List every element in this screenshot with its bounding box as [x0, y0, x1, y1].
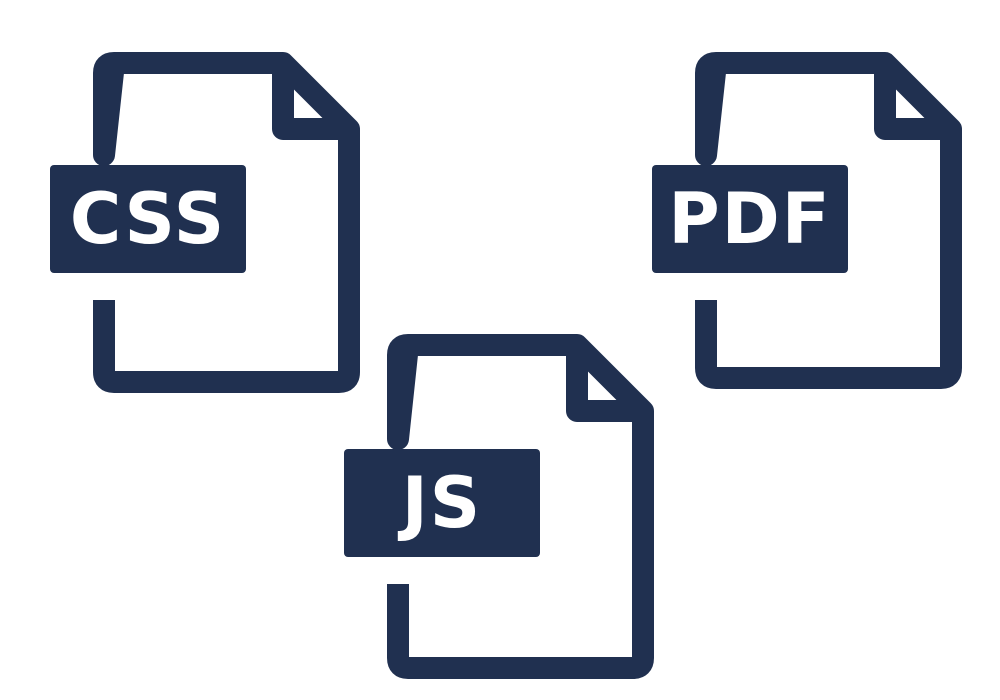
file-type-label: JS [401, 462, 483, 544]
document-outline-icon [387, 334, 654, 679]
file-type-badge: JS [344, 449, 540, 557]
document-outline-icon [93, 52, 360, 393]
file-type-label: PDF [668, 178, 832, 260]
file-type-label: CSS [69, 178, 227, 260]
css-file-icon: CSS [50, 50, 360, 395]
pdf-file-icon: PDF [652, 50, 962, 395]
js-file-icon: JS [344, 332, 654, 679]
file-type-badge: CSS [50, 165, 246, 273]
file-type-badge: PDF [652, 165, 848, 273]
document-outline-icon [695, 52, 962, 389]
